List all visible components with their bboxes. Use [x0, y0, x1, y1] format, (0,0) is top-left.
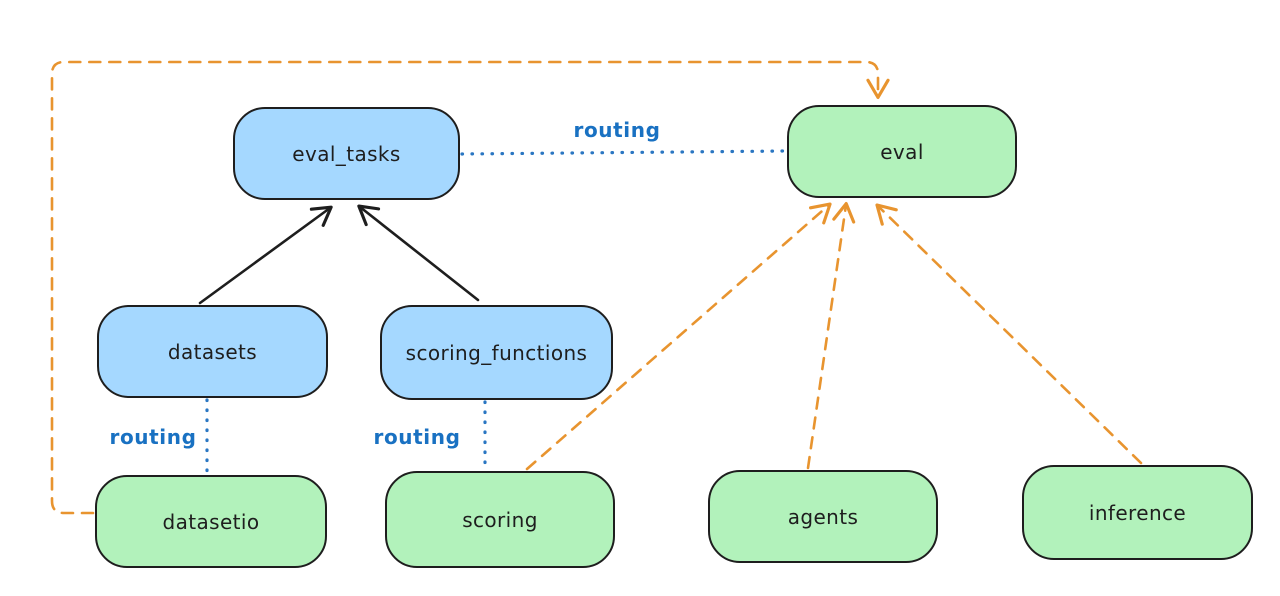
node-agents: agents: [708, 470, 938, 563]
edge-label-routing-scoring: routing: [373, 425, 461, 449]
node-label: eval: [880, 139, 924, 164]
edge-agents-to-eval-dashed: [806, 202, 856, 470]
node-datasetio: datasetio: [95, 475, 327, 568]
node-label: scoring: [462, 507, 538, 532]
edge-inference-to-eval-dashed: [875, 203, 1143, 465]
node-label: inference: [1088, 500, 1187, 525]
node-scoring-functions: scoring_functions: [380, 305, 613, 400]
node-label: scoring_functions: [405, 340, 588, 365]
node-datasets: datasets: [97, 305, 328, 398]
edge-label-routing-top: routing: [573, 118, 661, 142]
node-eval-tasks: eval_tasks: [233, 107, 460, 200]
node-eval: eval: [787, 105, 1017, 198]
edge-label-routing-datasetio: routing: [109, 425, 197, 449]
node-label: datasetio: [162, 509, 260, 534]
node-scoring: scoring: [385, 471, 615, 568]
edge-eval-tasks-to-eval-dotted: [460, 149, 788, 156]
node-label: agents: [787, 504, 859, 529]
node-inference: inference: [1022, 465, 1253, 560]
edge-scoring-functions-to-eval-tasks: [357, 204, 480, 302]
edge-datasets-to-eval-tasks: [198, 205, 333, 305]
node-label: datasets: [167, 339, 258, 364]
node-label: eval_tasks: [292, 141, 401, 166]
